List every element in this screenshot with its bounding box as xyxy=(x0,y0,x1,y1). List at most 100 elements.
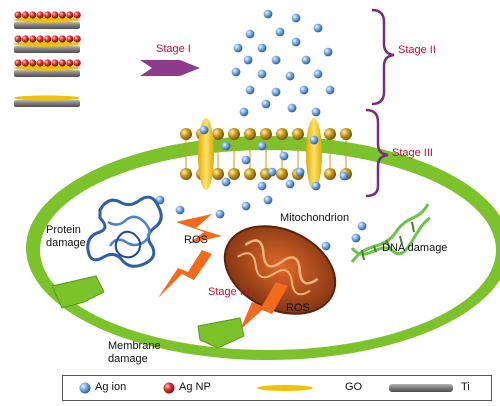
lipid-head xyxy=(340,128,352,140)
lipid-head xyxy=(180,128,192,140)
ag-np xyxy=(29,11,37,19)
legend-ag-np: Ag NP xyxy=(179,381,211,393)
yellow-bar-icon xyxy=(257,385,313,391)
ti-plate xyxy=(14,100,80,107)
ag-ion xyxy=(263,9,273,19)
ag-ion xyxy=(325,85,335,95)
ag-np xyxy=(36,35,44,43)
ag-np xyxy=(14,35,22,43)
ag-np xyxy=(14,11,22,19)
stage-2-brace xyxy=(371,8,395,106)
ag-ion xyxy=(357,221,367,231)
ag-ions xyxy=(155,9,367,281)
ag-np xyxy=(21,11,29,19)
ti-plate xyxy=(14,46,80,53)
legend-ag-ion: Ag ion xyxy=(95,381,127,393)
lipid-head xyxy=(324,128,336,140)
lipid-head xyxy=(244,128,256,140)
ag-ion xyxy=(257,141,267,151)
ag-ion xyxy=(321,241,331,251)
ag-np xyxy=(51,35,59,43)
ag-ion xyxy=(313,23,323,33)
ag-ion xyxy=(285,71,295,81)
ag-ion xyxy=(263,195,273,205)
ag-np xyxy=(36,11,44,19)
substrate-stack xyxy=(14,11,81,107)
ag-ion xyxy=(241,201,251,211)
ag-ion xyxy=(257,43,267,53)
go-sheet xyxy=(14,95,80,101)
substrate-layer xyxy=(14,35,81,53)
ag-ion xyxy=(221,141,231,151)
stage-3-brace xyxy=(365,108,389,198)
ag-ion xyxy=(215,209,225,219)
lipid-head xyxy=(228,168,240,180)
go-sheet xyxy=(14,41,80,47)
ag-ion xyxy=(291,37,301,47)
ag-np xyxy=(21,35,29,43)
stage-1-arrow xyxy=(140,60,200,76)
membrane-damage-label: Membrane damage xyxy=(108,340,161,365)
ag-ion xyxy=(257,69,267,79)
ag-np xyxy=(66,11,74,19)
substrate-layer xyxy=(14,95,80,107)
protein-damage-label: Protein damage xyxy=(46,224,86,249)
go-channel xyxy=(306,118,322,190)
ag-ion xyxy=(257,181,267,191)
go-sheet xyxy=(14,17,80,23)
legend-ti: Ti xyxy=(461,381,470,393)
stage-1-label: Stage I xyxy=(156,43,191,55)
stage-3-label: Stage III xyxy=(392,147,433,159)
membrane-damage-patches xyxy=(51,275,245,349)
ros-label-1: ROS xyxy=(184,234,208,246)
lipid-head xyxy=(292,128,304,140)
ag-ion xyxy=(351,233,361,243)
ag-ion xyxy=(175,205,185,215)
lipid-bilayer xyxy=(180,118,352,190)
ag-ion xyxy=(339,171,349,181)
ag-np xyxy=(44,59,52,67)
ag-np xyxy=(58,35,66,43)
substrate-layer xyxy=(14,59,81,77)
ag-ion xyxy=(311,107,321,117)
ag-ion xyxy=(243,55,253,65)
ros-bolt-2 xyxy=(240,282,288,330)
dna-helix xyxy=(350,203,431,263)
ag-ion xyxy=(291,13,301,23)
ag-ion xyxy=(271,87,281,97)
stage-4-label: Stage IV xyxy=(208,286,251,298)
ti-plate xyxy=(14,70,80,77)
ag-np xyxy=(58,59,66,67)
ag-ion xyxy=(267,167,277,177)
ros-bolt-1 xyxy=(158,214,222,298)
lipid-head xyxy=(276,168,288,180)
legend: Ag ion Ag NP GO Ti xyxy=(62,375,492,401)
protein-structure xyxy=(86,195,163,268)
ag-ion xyxy=(285,179,295,189)
ti-plate xyxy=(14,22,80,29)
ag-ion xyxy=(155,195,165,205)
ag-ion xyxy=(279,151,289,161)
ag-ion xyxy=(233,43,243,53)
ag-np xyxy=(29,35,37,43)
lipid-head xyxy=(212,168,224,180)
lipid-head xyxy=(276,128,288,140)
ag-np xyxy=(21,59,29,67)
ag-ion xyxy=(287,103,297,113)
ag-np xyxy=(58,11,66,19)
go-sheet xyxy=(14,65,80,71)
ag-np xyxy=(73,11,81,19)
ag-ion xyxy=(239,107,249,117)
ag-np xyxy=(66,59,74,67)
ag-ion xyxy=(311,181,321,191)
ag-np xyxy=(14,59,22,67)
lipid-head xyxy=(324,168,336,180)
gray-bar-icon xyxy=(389,384,453,392)
ag-ion xyxy=(241,155,251,165)
lipid-head xyxy=(228,128,240,140)
go-channel xyxy=(198,118,214,190)
substrate-layer xyxy=(14,11,81,29)
ag-ion xyxy=(221,177,231,187)
ag-np xyxy=(51,59,59,67)
